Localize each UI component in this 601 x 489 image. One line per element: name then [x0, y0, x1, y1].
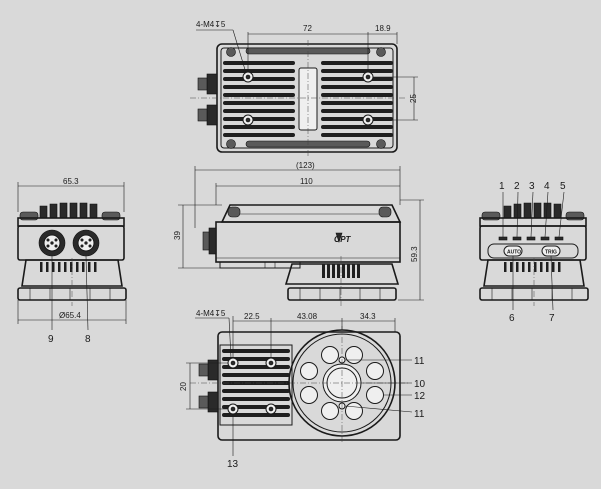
right-view: AUTO TRIG 1 2 [479, 181, 589, 324]
bottom-dim-a: 22.5 [244, 312, 260, 321]
front-view: OPT [173, 161, 424, 306]
front-dim-overall: (123) [296, 161, 315, 170]
top-dim-width: 72 [303, 24, 312, 33]
callout-8: 8 [85, 334, 91, 345]
bottom-dim-c: 34.3 [360, 312, 376, 321]
top-dim-offset: 18.9 [375, 24, 391, 33]
callout-9: 9 [48, 334, 54, 345]
callout-10: 10 [414, 379, 426, 390]
bottom-dim-side: 20 [179, 382, 188, 391]
left-dim-diameter: Ø65.4 [59, 311, 81, 320]
left-dim-width: 65.3 [63, 177, 79, 186]
bottom-view: 4-M4↧5 22.5 43.08 34.3 20 11 10 12 11 13 [179, 309, 426, 470]
front-dim-body: 110 [300, 177, 313, 186]
svg-text:OPT: OPT [334, 235, 352, 244]
callout-2: 2 [514, 181, 520, 192]
callout-6: 6 [509, 313, 515, 324]
front-dim-total-height: 59.3 [410, 246, 419, 262]
button-auto-label: AUTO [507, 250, 521, 256]
callout-7: 7 [549, 313, 555, 324]
button-trig-label: TRIG [545, 250, 557, 256]
bottom-dim-b: 43.08 [297, 312, 318, 321]
top-dim-height: 25 [409, 94, 418, 103]
left-view: 65.3 Ø65.4 9 8 [17, 177, 127, 345]
callout-11-bottom: 11 [414, 409, 425, 420]
callout-1: 1 [499, 181, 505, 192]
front-dim-height: 39 [173, 231, 182, 240]
top-view: 4-M4↧5 72 18.9 25 [190, 20, 418, 158]
callout-11-top: 11 [414, 356, 425, 367]
callout-12: 12 [414, 391, 426, 402]
top-thread-label: 4-M4↧5 [196, 20, 226, 29]
callout-3: 3 [529, 181, 535, 192]
bottom-thread-label: 4-M4↧5 [196, 309, 226, 318]
callout-5: 5 [560, 181, 566, 192]
callout-13: 13 [227, 459, 239, 470]
callout-4: 4 [544, 181, 550, 192]
